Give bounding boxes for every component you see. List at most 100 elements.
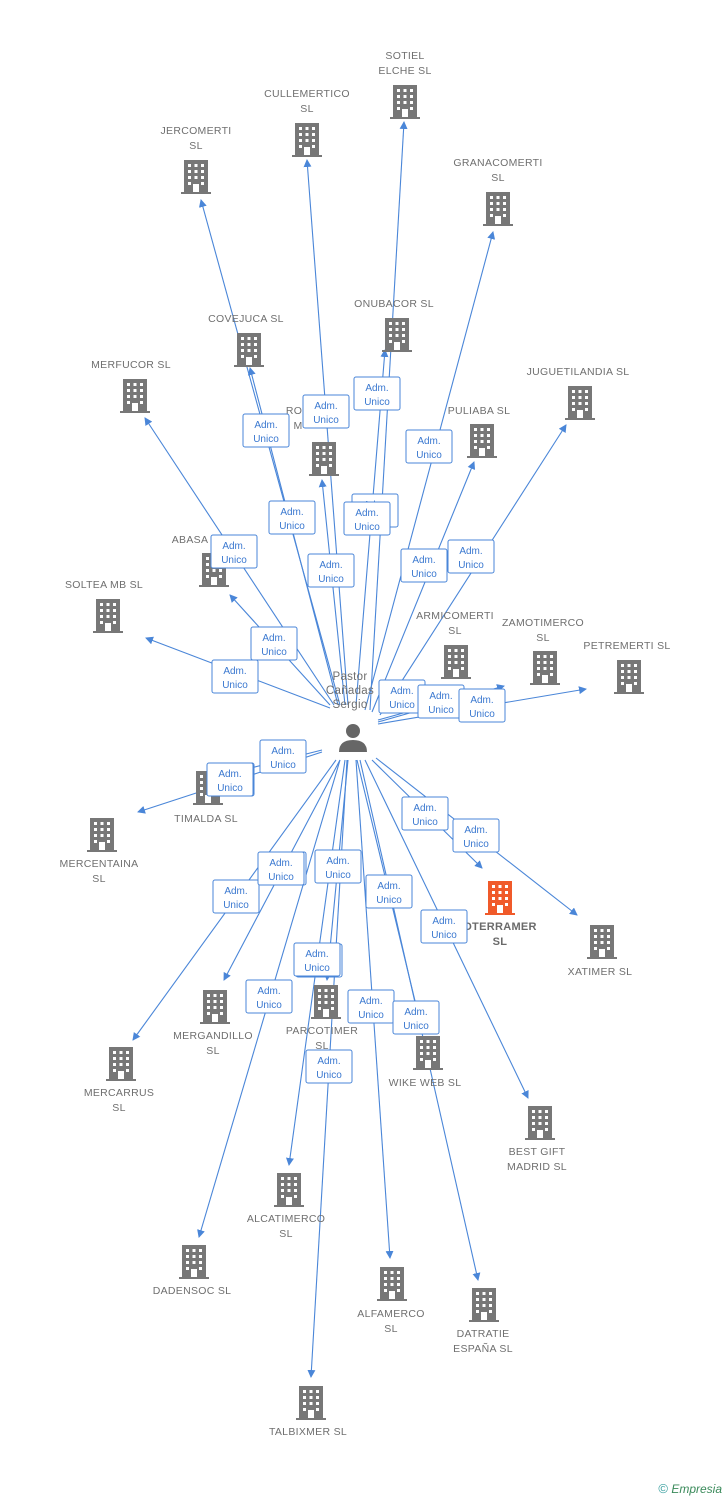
- company-node-petremerti[interactable]: PETREMERTI SL: [583, 640, 670, 694]
- company-name-line-1: MERGANDILLO: [173, 1030, 253, 1042]
- edge-label-covejuca[interactable]: Adm.Unico: [268, 500, 316, 535]
- company-node-wikeweb[interactable]: WIKE WEB SL: [389, 1036, 462, 1089]
- center-person[interactable]: Pastor Cañadas Sergio: [326, 671, 374, 752]
- edge-label-line-1: Adm.: [390, 686, 413, 697]
- company-name-line-1: ALCATIMERCO: [247, 1213, 325, 1225]
- edge-label-box: [268, 500, 316, 535]
- edge-label-line-1: Adm.: [262, 633, 285, 644]
- company-name-line-1: MERCARRUS: [84, 1087, 154, 1099]
- edge-label-line-1: Adm.: [319, 560, 342, 571]
- building-icon: [106, 1047, 136, 1081]
- edge-label-line-2: Unico: [403, 1021, 429, 1032]
- edge-label-petremerti[interactable]: Adm.Unico: [458, 688, 506, 723]
- edge-label-line-2: Unico: [221, 555, 247, 566]
- company-node-talbixmer[interactable]: TALBIXMER SL: [269, 1386, 347, 1438]
- company-node-abasa[interactable]: ABASA: [172, 534, 229, 587]
- edge-label-line-2: Unico: [304, 963, 330, 974]
- edge-label-box: [314, 849, 362, 884]
- company-name-line-1: ALFAMERCO: [357, 1308, 424, 1320]
- edge-label-box: [307, 553, 355, 588]
- footer-brand[interactable]: © Empresia: [658, 1481, 722, 1496]
- company-name-line-1: TALBIXMER SL: [269, 1426, 347, 1438]
- edge-label-line-1: Adm.: [254, 420, 277, 431]
- edge-label-datratie[interactable]: Adm.Unico: [392, 1000, 440, 1035]
- company-node-xatimer[interactable]: XATIMER SL: [568, 925, 633, 978]
- edge-label-armicomerti[interactable]: Adm.Unico: [378, 679, 426, 714]
- edge-label-line-2: Unico: [256, 1000, 282, 1011]
- company-node-onubacor[interactable]: ONUBACOR SL: [354, 298, 434, 352]
- edge-label-line-2: Unico: [458, 560, 484, 571]
- company-node-dadensoc[interactable]: DADENSOC SL: [153, 1245, 232, 1297]
- edge-label-box: [401, 796, 449, 831]
- edge-label-zamotimerco[interactable]: Adm.Unico: [417, 684, 465, 719]
- edge-label-sotiel[interactable]: Adm.Unico: [353, 376, 401, 411]
- edge-label-box: [420, 909, 468, 944]
- edge-granacomerti: [364, 231, 496, 711]
- company-node-puliaba[interactable]: PULIABA SL: [448, 405, 511, 458]
- edge-label-granacomerti[interactable]: Adm.Unico: [405, 429, 453, 464]
- edge-label-extra-4[interactable]: Adm.Unico: [206, 762, 254, 797]
- edge-label-line-2: Unico: [313, 415, 339, 426]
- edge-label-box: [210, 534, 258, 569]
- company-name-line-2: SL: [491, 172, 504, 184]
- building-icon: [309, 442, 339, 476]
- edge-label-puliaba[interactable]: Adm.Unico: [400, 548, 448, 583]
- edge-label-line-1: Adm.: [305, 949, 328, 960]
- edge-label-line-2: Unico: [376, 895, 402, 906]
- edge-label-extra-2[interactable]: Adm.Unico: [245, 979, 293, 1014]
- company-node-covejuca[interactable]: COVEJUCA SL: [208, 313, 284, 367]
- person-icon[interactable]: [339, 724, 367, 752]
- building-icon: [525, 1106, 555, 1140]
- edge-label-line-2: Unico: [222, 680, 248, 691]
- edge-label-extra-1[interactable]: Adm.Unico: [343, 501, 391, 536]
- building-icon: [467, 424, 497, 458]
- edge-label-box: [250, 626, 298, 661]
- edge-label-abasa[interactable]: Adm.Unico: [250, 626, 298, 661]
- edge-label-jercomerti[interactable]: Adm.Unico: [242, 413, 290, 448]
- edge-label-roc[interactable]: Adm.Unico: [307, 553, 355, 588]
- edge-label-soltea[interactable]: Adm.Unico: [211, 659, 259, 694]
- edge-label-cullemertico[interactable]: Adm.Unico: [302, 394, 350, 429]
- building-icon: [530, 651, 560, 685]
- edge-label-line-2: Unico: [463, 839, 489, 850]
- edge-label-dadensoc[interactable]: Adm.Unico: [257, 851, 305, 886]
- edge-label-bestgift[interactable]: Adm.Unico: [420, 909, 468, 944]
- company-node-juguetilandia[interactable]: JUGUETILANDIA SL: [527, 366, 630, 420]
- building-icon: [565, 386, 595, 420]
- company-node-soltea[interactable]: SOLTEA MB SL: [65, 579, 143, 633]
- edge-label-extra-3[interactable]: Adm. Unico: [293, 942, 341, 977]
- edge-label-oterramer[interactable]: Adm.Unico: [401, 796, 449, 831]
- company-name-line-2: MADRID SL: [507, 1161, 567, 1173]
- company-name-line-1: OTERRAMER: [463, 921, 537, 933]
- edge-label-merfucor[interactable]: Adm.Unico: [210, 534, 258, 569]
- company-node-timalda[interactable]: TIMALDA SL: [174, 771, 238, 825]
- building-icon: [587, 925, 617, 959]
- company-name-line-2: SL: [315, 1040, 328, 1052]
- edge-label-timalda[interactable]: Adm.Unico: [259, 739, 307, 774]
- company-node-merfucor[interactable]: MERFUCOR SL: [91, 359, 171, 413]
- edge-label-alfamerco[interactable]: Adm.Unico: [347, 989, 395, 1024]
- edge-label-talbixmer[interactable]: Adm.Unico: [305, 1049, 353, 1084]
- edge-label-juguetilandia[interactable]: Adm.Unico: [447, 539, 495, 574]
- edge-label-wikeweb[interactable]: Adm. Unico: [365, 874, 413, 909]
- edge-label-parcotimer[interactable]: Adm.Unico: [314, 849, 362, 884]
- edge-label-mercarrus[interactable]: Adm.Unico: [212, 879, 260, 914]
- edge-label-xatimer[interactable]: Adm.Unico: [452, 818, 500, 853]
- edge-label-line-1: Adm.: [377, 881, 400, 892]
- company-name-line-1: SOLTEA MB SL: [65, 579, 143, 591]
